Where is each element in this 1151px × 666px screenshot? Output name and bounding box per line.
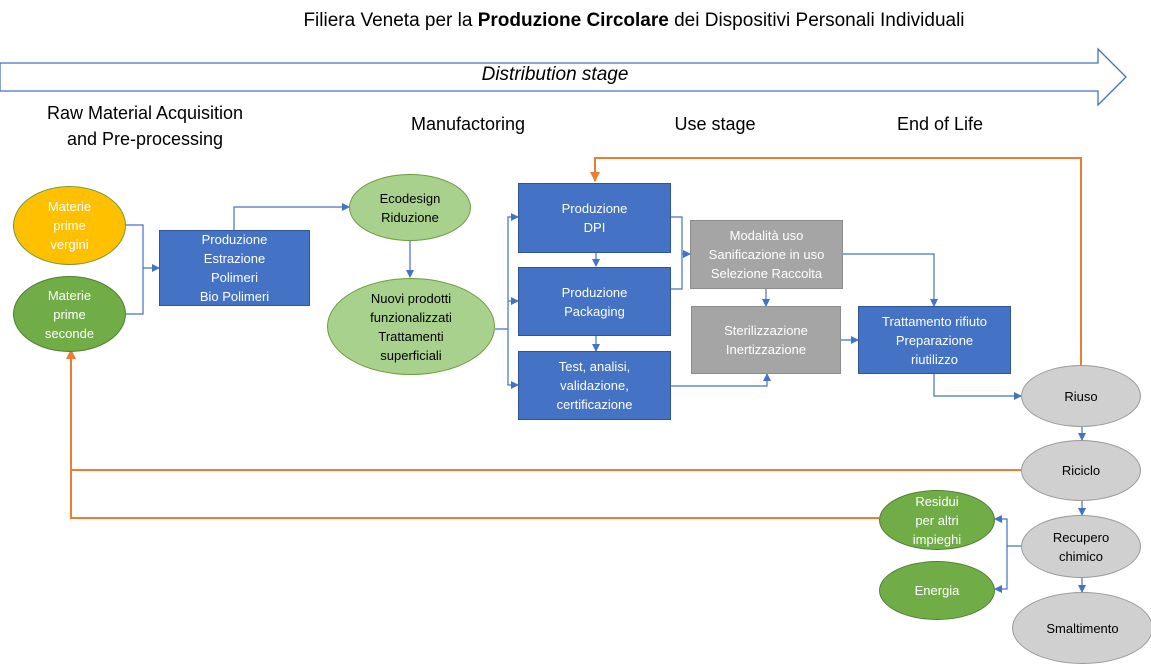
- node-produzione-estrazione: Produzione Estrazione Polimeri Bio Polim…: [159, 230, 310, 306]
- node-materie-prime-vergini: Materie prime vergini: [13, 186, 126, 265]
- connector-trattamento-riuso: [933, 374, 1022, 400]
- node-residui: Residui per altri impieghi: [879, 490, 995, 550]
- connector-modalita-trattamento: [843, 253, 938, 307]
- connector-nuovi-dpi: [495, 213, 519, 330]
- node-modalita-uso: Modalità uso Sanificazione in uso Selezi…: [690, 220, 843, 289]
- stage-raw-material: Raw Material Acquisition and Pre-process…: [46, 103, 244, 149]
- loop-riuso-dpi: [590, 157, 1082, 365]
- stage-use: Use stage: [674, 114, 756, 134]
- distribution-stage-arrow: [0, 47, 1127, 107]
- connector-nuovi-test: [507, 329, 519, 389]
- distribution-stage-label: Distribution stage: [481, 64, 629, 85]
- node-riciclo: Riciclo: [1021, 440, 1141, 501]
- node-produzione-dpi: Produzione DPI: [518, 183, 671, 253]
- node-materie-prime-seconde: Materie prime seconde: [13, 276, 126, 352]
- node-test-validazione: Test, analisi, validazione, certificazio…: [518, 351, 671, 420]
- stage-end-of-life: End of Life: [896, 114, 984, 134]
- loop-residui-seconde: [66, 349, 879, 519]
- connector-seconde-estrazione: [126, 268, 144, 315]
- node-produzione-packaging: Produzione Packaging: [518, 267, 671, 336]
- title-bold: Produzione Circolare: [477, 10, 669, 31]
- page-title: Filiera Veneta per la Produzione Circola…: [0, 10, 1151, 32]
- connector-recupero-residui: [994, 515, 1021, 547]
- node-sterilizzazione: Sterilizzazione Inertizzazione: [691, 306, 841, 374]
- node-recupero-chimico: Recupero chimico: [1021, 515, 1141, 578]
- node-ecodesign: Ecodesign Riduzione: [349, 174, 471, 241]
- connector-estrazione-ecodesign: [233, 203, 350, 230]
- title-part2: dei Dispositivi Personali Individuali: [668, 10, 965, 31]
- stage-manufacturing: Manufactoring: [410, 114, 526, 134]
- node-nuovi-prodotti: Nuovi prodotti funzionalizzati Trattamen…: [327, 278, 495, 375]
- node-smaltimento: Smaltimento: [1012, 592, 1151, 664]
- connector-dpi-modalita: [671, 216, 683, 290]
- connector-recupero-energia: [994, 546, 1008, 593]
- node-trattamento-rifiuto: Trattamento rifiuto Preparazione riutili…: [858, 306, 1011, 374]
- connector-test-sterilizzazione: [671, 373, 771, 387]
- title-part1: Filiera Veneta per la: [303, 10, 478, 31]
- connector-vergini-estrazione: [126, 224, 160, 272]
- node-energia: Energia: [879, 561, 995, 620]
- node-riuso: Riuso: [1021, 365, 1141, 427]
